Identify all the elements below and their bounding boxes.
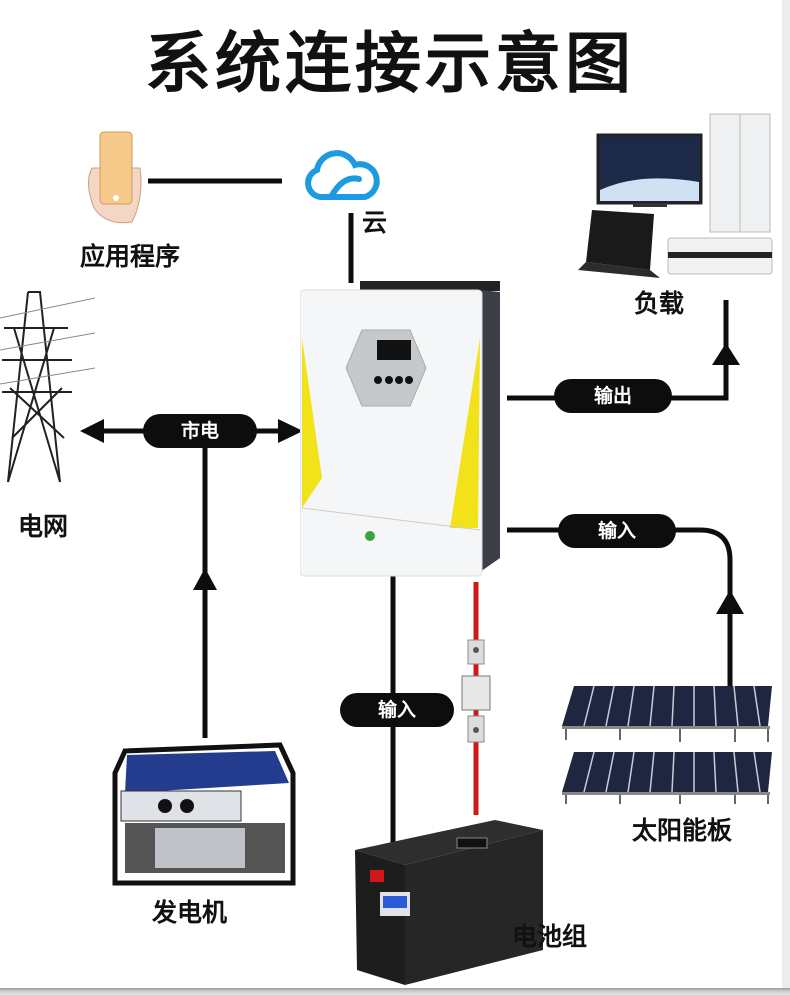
- load-label: 负载: [634, 289, 685, 318]
- battery-input-pill: 输入: [340, 693, 454, 727]
- page-title: 系统连接示意图: [145, 25, 635, 102]
- phone-in-hand-icon: [88, 131, 142, 224]
- output-pill: 输出: [554, 379, 672, 413]
- arrow-up-icon: [193, 568, 217, 590]
- app-label: 应用程序: [80, 242, 181, 271]
- mains-pill: 市电: [143, 414, 257, 448]
- solar-input-pill: 输入: [558, 514, 676, 548]
- arrow-left-icon: [80, 419, 104, 443]
- solar-panel-icon: [562, 686, 772, 804]
- cloud-icon: [305, 150, 380, 200]
- grid-label: 电网: [18, 512, 69, 541]
- power-tower-icon: [0, 291, 95, 483]
- generator-icon: [112, 742, 296, 886]
- page-edge-bottom: [0, 988, 790, 995]
- arrow-right-icon: [278, 419, 303, 443]
- battery-label: 电池组: [512, 922, 588, 951]
- solar-label: 太阳能板: [632, 816, 733, 845]
- fuse-icon: [461, 639, 491, 743]
- cloud-label: 云: [362, 208, 388, 237]
- arrow-up-icon: [716, 590, 744, 614]
- inverter-icon: [300, 281, 500, 577]
- appliances-icon: [578, 113, 773, 278]
- generator-label: 发电机: [152, 898, 228, 927]
- battery-pack-icon: [355, 820, 543, 985]
- arrow-up-icon: [712, 343, 740, 365]
- solar-input-line: [507, 527, 733, 690]
- page-edge-right: [782, 0, 790, 988]
